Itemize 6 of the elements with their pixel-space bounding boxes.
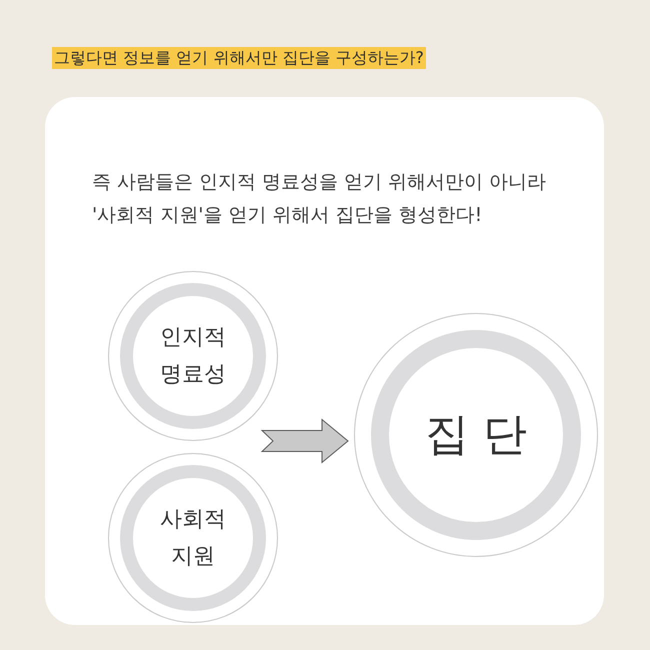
node-label: 사회적 지원 xyxy=(158,506,227,571)
block-arrow xyxy=(260,418,349,464)
node-label: 인지적 명료성 xyxy=(158,324,227,389)
body-text: 즉 사람들은 인지적 명료성을 얻기 위해서만이 아니라 '사회적 지원'을 얻기 위해서 집단을 형성한다! xyxy=(92,170,548,228)
highlighted-heading: 그렇다면 정보를 얻기 위해서만 집단을 구성하는가? xyxy=(52,47,426,69)
node-label: 집 단 xyxy=(425,409,527,461)
